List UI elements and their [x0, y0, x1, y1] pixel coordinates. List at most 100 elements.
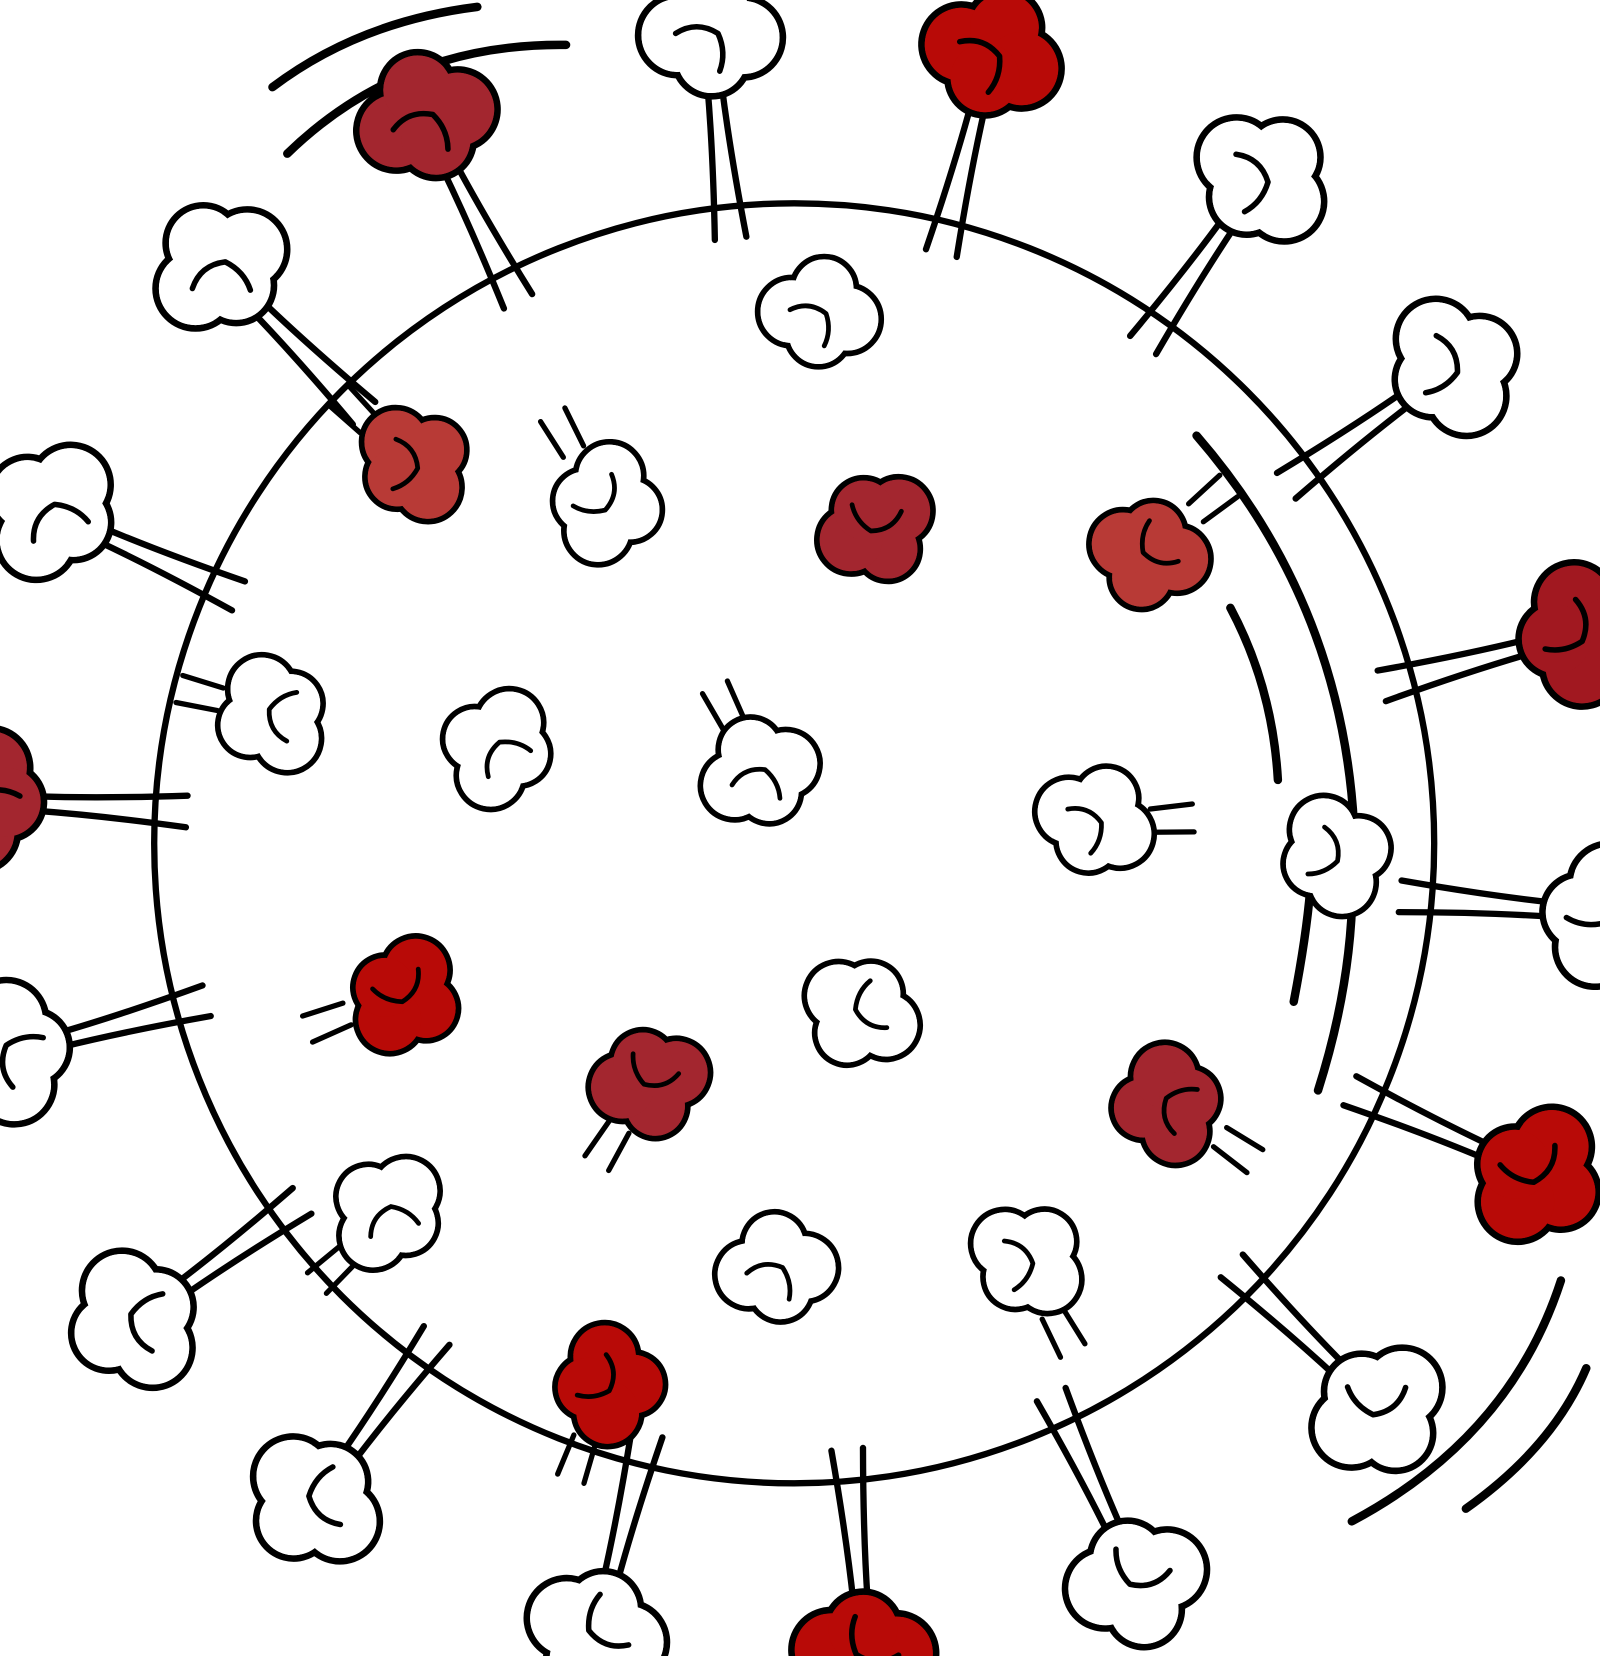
- protein-stalk: [606, 1130, 632, 1174]
- protein-detail: [1497, 1142, 1558, 1186]
- spike: [634, 0, 787, 244]
- protein-lobe-fill: [0, 1013, 67, 1082]
- protein-lobe-fill: [834, 480, 894, 540]
- protein-lobe-fill: [828, 1594, 898, 1656]
- protein-detail: [1542, 596, 1589, 653]
- protein-detail: [585, 1591, 632, 1649]
- protein-head: [711, 1208, 842, 1325]
- spike: [67, 1184, 315, 1392]
- protein-lobe-fill: [677, 24, 747, 93]
- protein-lobe-fill: [613, 1032, 673, 1092]
- protein-lobe-fill: [488, 724, 548, 784]
- spike-stalk: [1126, 212, 1229, 340]
- protein-lobe-fill: [401, 105, 471, 175]
- protein-stalk: [1224, 1124, 1266, 1153]
- protein-detail: [1233, 151, 1271, 215]
- surface-protein: [552, 1319, 669, 1486]
- protein-stalk: [173, 699, 221, 714]
- protein-lobe-fill: [1212, 162, 1282, 232]
- surface-proteins: [173, 253, 1394, 1486]
- spike-stalk: [1374, 636, 1532, 674]
- protein-stalk: [562, 405, 587, 449]
- protein-head: [1031, 763, 1158, 876]
- motion-arc: [1226, 603, 1283, 785]
- protein-stalk: [323, 1260, 359, 1296]
- protein-stalk: [537, 418, 566, 460]
- spike: [0, 976, 214, 1128]
- spike: [0, 724, 191, 875]
- protein-head: [333, 1153, 443, 1273]
- spike-stalk: [1395, 908, 1556, 920]
- motion-arc: [268, 2, 482, 92]
- protein-detail: [849, 1613, 902, 1656]
- virus-membrane: [151, 200, 1438, 1487]
- spike-stalk: [1152, 220, 1240, 358]
- protein-head: [967, 1206, 1085, 1317]
- spike-head: [1473, 1103, 1600, 1246]
- protein-detail: [956, 37, 1003, 96]
- protein-detail: [1422, 332, 1461, 396]
- spike-head: [352, 48, 501, 182]
- spike-stalk: [30, 807, 190, 831]
- spike-head: [634, 0, 787, 100]
- spike-head: [1061, 1517, 1211, 1651]
- protein-head: [801, 958, 923, 1069]
- protein-detail: [484, 739, 534, 780]
- protein-detail: [0, 787, 23, 837]
- protein-lobe-fill: [296, 1447, 365, 1517]
- surface-protein: [304, 1153, 443, 1296]
- motion-arc: [1192, 431, 1359, 829]
- spike: [1126, 114, 1328, 358]
- protein-head: [214, 651, 326, 776]
- protein-lobe-fill: [0, 767, 41, 837]
- protein-detail: [1161, 1086, 1200, 1136]
- surface-protein: [325, 382, 470, 525]
- protein-head: [1108, 1039, 1224, 1169]
- protein-head: [1280, 792, 1394, 920]
- protein-lobe-fill: [1093, 1524, 1163, 1593]
- surface-protein: [697, 678, 823, 827]
- surface-protein: [173, 651, 326, 776]
- protein-lobe-fill: [557, 1357, 617, 1417]
- spike-stalk: [170, 1184, 296, 1289]
- surface-protein: [967, 1206, 1088, 1360]
- protein-detail: [853, 978, 890, 1031]
- spike-stalk: [613, 1434, 666, 1588]
- spike-head: [918, 0, 1065, 119]
- protein-stalk: [180, 672, 226, 691]
- protein-detail: [744, 1261, 793, 1302]
- spike-stalk: [1239, 1251, 1351, 1371]
- spike-head: [1391, 295, 1521, 440]
- spike-head: [0, 441, 115, 584]
- protein-detail: [729, 766, 783, 801]
- protein-lobe-fill: [121, 1272, 191, 1342]
- surface-protein: [754, 253, 885, 370]
- spike-head: [0, 724, 48, 875]
- protein-head: [549, 438, 666, 568]
- protein-detail: [849, 502, 904, 534]
- spike: [249, 1322, 453, 1565]
- spike: [1273, 295, 1521, 502]
- protein-detail: [1563, 878, 1600, 928]
- protein-detail: [1065, 806, 1104, 856]
- protein-detail: [574, 1352, 616, 1399]
- spike-stalk: [704, 83, 719, 244]
- spike-stalk: [257, 296, 379, 406]
- spike-stalk: [1062, 1384, 1126, 1534]
- spike: [1374, 558, 1600, 710]
- protein-lobe-fill: [1521, 604, 1591, 674]
- spike-stalk: [1217, 1274, 1341, 1381]
- protein-stalk: [299, 1000, 346, 1019]
- protein-lobe-fill: [1327, 1357, 1397, 1426]
- protein-detail: [1344, 1384, 1409, 1418]
- spike: [1340, 1073, 1600, 1246]
- surface-protein: [439, 685, 554, 813]
- spike: [918, 0, 1065, 261]
- protein-stalk: [1210, 1144, 1250, 1176]
- surface-protein: [299, 933, 462, 1057]
- surface-protein: [1031, 763, 1197, 876]
- spike-stalk: [828, 1447, 857, 1606]
- protein-stalk: [1147, 801, 1195, 812]
